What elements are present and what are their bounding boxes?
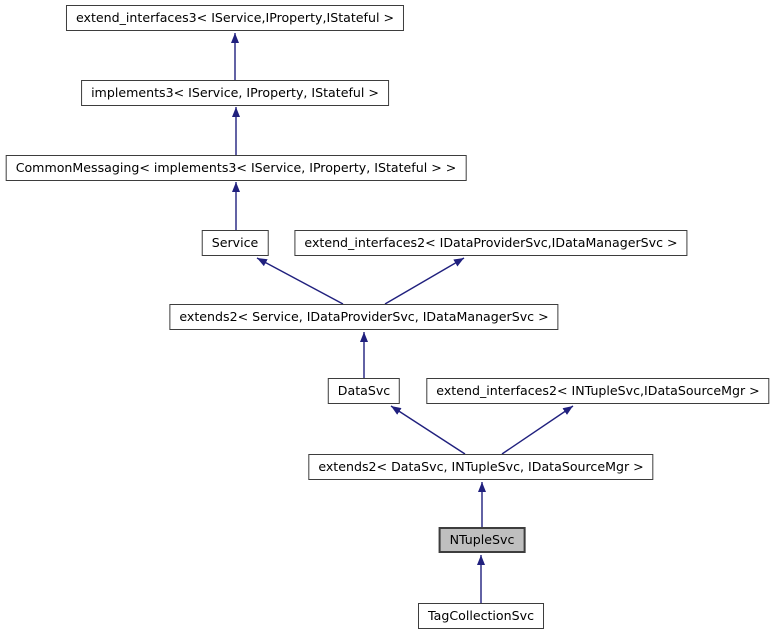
node-extends2-service[interactable]: extends2< Service, IDataProviderSvc, IDa… [169, 304, 559, 330]
node-common-messaging[interactable]: CommonMessaging< implements3< IService, … [5, 155, 467, 181]
node-datasvc[interactable]: DataSvc [327, 378, 401, 404]
edge-extends2service-to-service [256, 257, 344, 305]
node-extend-interfaces2-data[interactable]: extend_interfaces2< IDataProviderSvc,IDa… [294, 230, 688, 256]
node-implements3[interactable]: implements3< IService, IProperty, IState… [81, 80, 389, 106]
node-extends2-datasvc[interactable]: extends2< DataSvc, INTupleSvc, IDataSour… [308, 454, 654, 480]
node-ntuplesvc-current: NTupleSvc [438, 527, 526, 553]
node-tagcollectionsvc[interactable]: TagCollectionSvc [418, 603, 544, 629]
edge-extends2datasvc-to-datasvc [390, 405, 466, 455]
node-service[interactable]: Service [201, 230, 269, 256]
node-extend-interfaces3[interactable]: extend_interfaces3< IService,IProperty,I… [65, 5, 405, 31]
edge-extends2datasvc-to-extendinterfaces2ntuple [501, 405, 574, 455]
node-extend-interfaces2-ntuple[interactable]: extend_interfaces2< INTupleSvc,IDataSour… [426, 378, 770, 404]
edge-extends2service-to-extendinterfaces2data [384, 257, 465, 305]
